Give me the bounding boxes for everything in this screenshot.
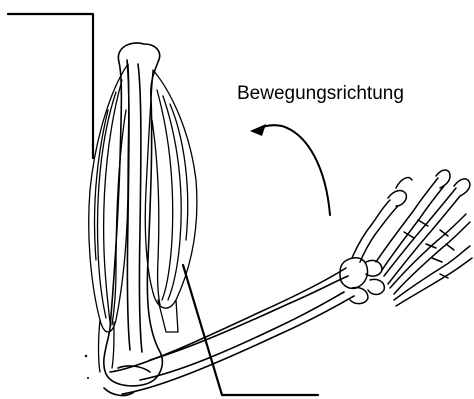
leader-line-top	[8, 14, 93, 158]
triceps-muscle	[89, 64, 129, 372]
direction-label: Bewegungsrichtung	[237, 83, 404, 105]
leader-line-bottom	[183, 265, 318, 395]
dot-mark	[85, 355, 87, 357]
curved-arrow	[258, 125, 330, 215]
hand-bones	[352, 170, 472, 306]
dot-mark	[87, 377, 89, 379]
biceps-muscle	[145, 70, 197, 332]
wrist-bones	[340, 258, 384, 304]
arrow-head	[250, 124, 266, 136]
forearm-bones	[104, 268, 354, 395]
